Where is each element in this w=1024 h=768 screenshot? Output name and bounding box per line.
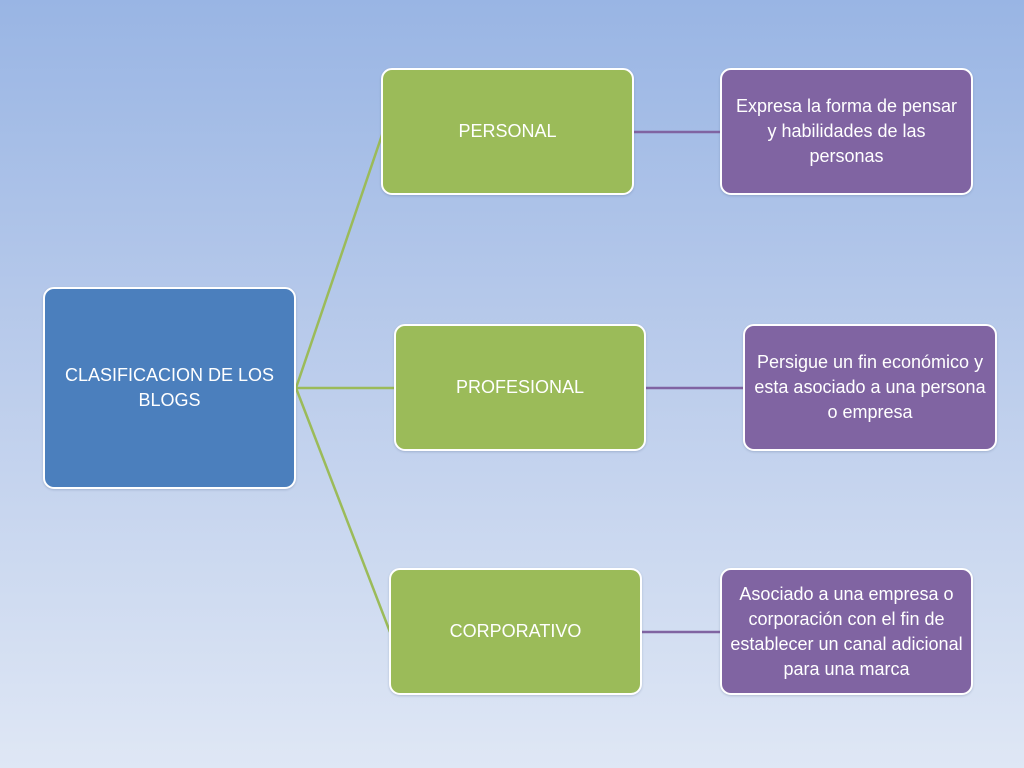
description-node-personal: Expresa la forma de pensar y habilidades…: [720, 68, 973, 195]
description-text-corporativo: Asociado a una empresa o corporación con…: [730, 583, 963, 679]
category-node-corporativo: CORPORATIVO: [389, 568, 642, 695]
category-label-profesional: PROFESIONAL: [455, 377, 585, 397]
description-node-profesional: Persigue un fin económico y esta asociad…: [743, 324, 997, 451]
branch-line-personal: [294, 131, 385, 389]
description-node-corporativo: Asociado a una empresa o corporación con…: [720, 568, 973, 695]
branch-line-corporativo: [294, 387, 392, 633]
category-node-profesional: PROFESIONAL: [394, 324, 646, 451]
root-node: CLASIFICACION DE LOS BLOGS: [43, 287, 296, 489]
category-node-personal: PERSONAL: [381, 68, 634, 195]
category-label-personal: PERSONAL: [458, 121, 557, 141]
description-text-profesional: Persigue un fin económico y esta asociad…: [754, 352, 986, 422]
description-text-personal: Expresa la forma de pensar y habilidades…: [735, 96, 958, 166]
category-label-corporativo: CORPORATIVO: [449, 621, 582, 641]
root-label: CLASIFICACION DE LOS BLOGS: [64, 365, 275, 410]
